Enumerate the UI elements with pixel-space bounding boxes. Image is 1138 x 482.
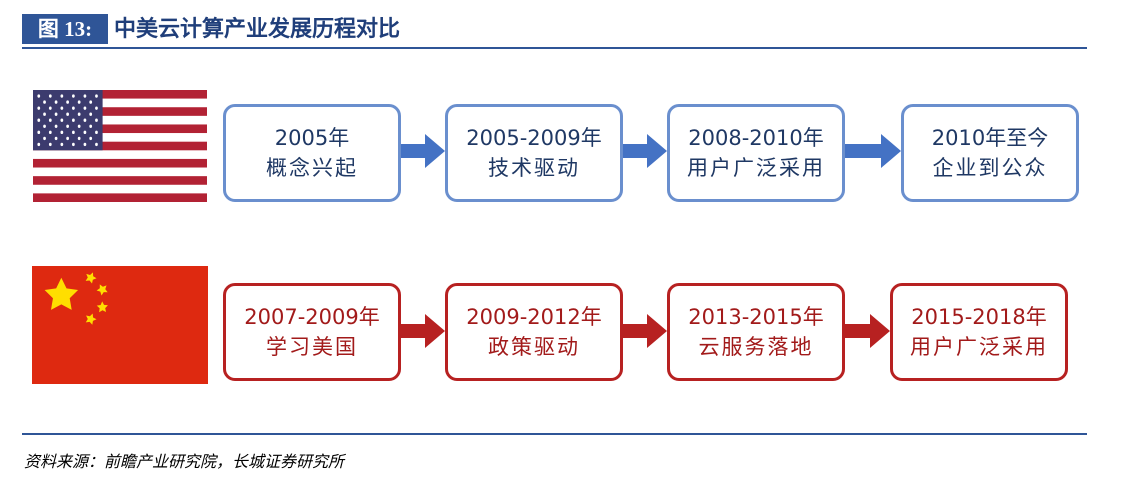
stage-description: 概念兴起 [266,156,358,180]
flag-star-icon [72,118,75,122]
flag-star-icon [89,112,93,116]
flag-star-icon [48,106,52,110]
us-stage-3: 2008-2010年 用户广泛采用 [667,104,845,202]
flag-star-icon [43,124,46,128]
cn-stage-2: 2009-2012年 政策驱动 [445,283,623,381]
stage-period: 2009-2012年 [466,305,602,329]
flag-star-icon [83,94,87,98]
flag-star-icon [95,130,98,135]
small-star-icon [96,284,108,296]
us-stage-4: 2010年至今 企业到公众 [901,104,1079,202]
flag-star-icon [43,112,46,116]
us-arrow-right-icon [623,134,667,168]
stage-period: 2005年 [274,126,350,150]
flag-star-icon [72,142,75,147]
stage-description: 用户广泛采用 [910,335,1048,359]
source-note: 资料来源：前瞻产业研究院，长城证券研究所 [24,452,345,471]
title-divider [22,47,1087,49]
stage-period: 2010年至今 [931,126,1049,150]
figure-number: 图 13: [22,14,108,44]
big-star-icon [44,277,79,310]
flag-star-icon [95,94,98,98]
cn-arrow-right-icon [623,314,667,348]
flag-star-icon [66,100,69,104]
small-star-icon [85,272,97,284]
flag-star-icon [83,142,87,147]
small-star-icon [96,301,108,313]
cn-stage-4: 2015-2018年 用户广泛采用 [890,283,1068,381]
china-flag-icon [32,266,208,384]
flag-star-icon [60,106,64,110]
flag-star-icon [54,136,58,141]
flag-star-icon [60,142,64,147]
flag-star-icon [37,94,41,98]
flag-star-icon [37,118,41,122]
flag-star-icon [72,106,75,110]
flag-star-icon [54,100,58,104]
stage-period: 2015-2018年 [911,305,1047,329]
figure-title-bar: 图 13: 中美云计算产业发展历程对比 [22,14,1087,49]
flag-star-icon [95,118,98,122]
flag-star-icon [66,136,69,141]
flag-star-icon [72,130,75,135]
flag-star-icon [60,94,64,98]
flag-star-icon [83,118,87,122]
flag-star-icon [89,100,93,104]
stage-period: 2007-2009年 [244,305,380,329]
flag-star-icon [83,130,87,135]
flag-star-icon [89,124,93,128]
stage-description: 技术驱动 [488,156,580,180]
footer-divider [22,433,1087,435]
cn-stage-3: 2013-2015年 云服务落地 [667,283,845,381]
cn-arrow-right-icon [845,314,890,348]
stage-period: 2008-2010年 [688,126,824,150]
us-arrow-right-icon [401,134,445,168]
flag-star-icon [43,100,46,104]
flag-star-icon [60,118,64,122]
flag-star-icon [72,94,75,98]
flag-star-icon [77,112,81,116]
stage-description: 学习美国 [266,335,358,359]
flag-star-icon [66,112,69,116]
cn-arrow-right-icon [401,314,445,348]
stage-description: 企业到公众 [932,156,1048,180]
stage-description: 云服务落地 [698,335,814,359]
us-arrow-right-icon [845,134,901,168]
us-stage-2: 2005-2009年 技术驱动 [445,104,623,202]
flag-star-icon [95,142,98,147]
cn-stage-1: 2007-2009年 学习美国 [223,283,401,381]
flag-star-icon [37,142,41,147]
flag-star-icon [89,136,93,141]
flag-star-icon [83,106,87,110]
stage-period: 2005-2009年 [466,126,602,150]
small-star-icon [85,313,97,325]
flag-star-icon [37,130,41,135]
flag-star-icon [95,106,98,110]
stage-description: 用户广泛采用 [687,156,825,180]
flag-star-icon [43,136,46,141]
flag-star-icon [66,124,69,128]
stage-period: 2013-2015年 [688,305,824,329]
stage-description: 政策驱动 [488,335,580,359]
flag-star-icon [48,130,52,135]
flag-star-icon [48,142,52,147]
flag-star-icon [54,112,58,116]
flag-star-icon [60,130,64,135]
flag-star-icon [37,106,41,110]
flag-star-icon [77,124,81,128]
flag-star-icon [48,94,52,98]
flag-star-icon [77,100,81,104]
flag-star-icon [54,124,58,128]
flag-star-icon [77,136,81,141]
flag-star-icon [48,118,52,122]
figure-title: 中美云计算产业发展历程对比 [114,16,401,42]
us-flag-icon [33,90,207,202]
us-stage-1: 2005年 概念兴起 [223,104,401,202]
